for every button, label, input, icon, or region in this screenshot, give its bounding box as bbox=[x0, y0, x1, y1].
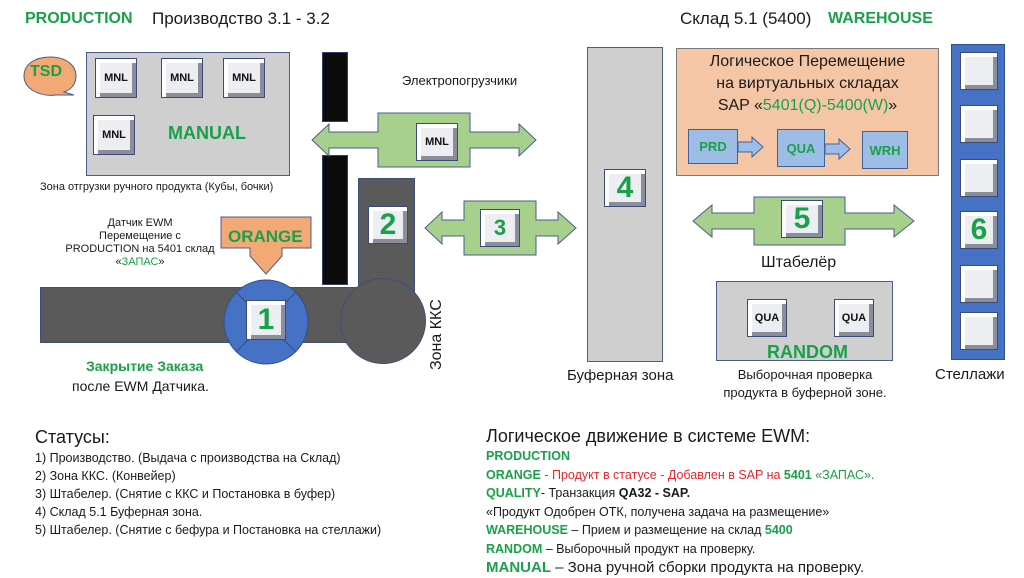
logical-line-2: на виртуальных складах bbox=[716, 75, 899, 92]
statuses-section: Статусы: 1) Производство. (Выдача с прои… bbox=[35, 426, 381, 539]
random-qua-item[interactable]: QUA bbox=[747, 299, 787, 337]
random-qua-item[interactable]: QUA bbox=[834, 299, 874, 337]
quote-close: » bbox=[158, 256, 165, 268]
racks-label: Стеллажи bbox=[935, 366, 1005, 383]
sensor-line-4: «ЗАПАС» bbox=[55, 256, 225, 269]
random-key: RANDOM bbox=[486, 541, 543, 556]
ewm-random-line: RANDOM – Выборочный продукт на проверку. bbox=[486, 540, 874, 559]
warehouse-number: 5400 bbox=[764, 523, 793, 537]
random-label: RANDOM bbox=[767, 342, 848, 362]
manual-key: MANUAL bbox=[486, 559, 551, 576]
mnl-item[interactable]: MNL bbox=[161, 58, 203, 98]
wall-lower bbox=[322, 155, 348, 285]
status-item: 1) Производство. (Выдача с производства … bbox=[35, 451, 341, 465]
tsd-speech-bubble-icon bbox=[23, 56, 77, 96]
racks bbox=[951, 44, 1005, 360]
logical-line-1: Логическое Перемещение bbox=[709, 53, 906, 70]
rack-slot[interactable] bbox=[960, 312, 998, 350]
conveyor-turntable bbox=[340, 278, 426, 364]
rack-slot[interactable] bbox=[960, 105, 998, 143]
step-2-badge[interactable]: 2 bbox=[368, 206, 408, 244]
warehouse-title: Склад 5.1 (5400) bbox=[680, 9, 812, 28]
forklifts-label: Электропогрузчики bbox=[402, 73, 518, 88]
rack-slot[interactable] bbox=[960, 52, 998, 90]
flow-prd: PRD bbox=[688, 129, 738, 164]
ewm-orange-line: ORANGE - Продукт в статусе - Добавлен в … bbox=[486, 466, 874, 485]
status-item: 3) Штабелер. (Снятие с ККС и Постановка … bbox=[35, 487, 336, 501]
ewm-approved-line: «Продукт Одобрен ОТК, получена задача на… bbox=[486, 504, 830, 519]
warehouse-tag: WAREHOUSE bbox=[828, 10, 933, 27]
mnl-item[interactable]: MNL bbox=[93, 115, 135, 155]
logical-line-3: SAP «5401(Q)-5400(W)» bbox=[676, 95, 939, 117]
manual-text: – Зона ручной сборки продукта на проверк… bbox=[551, 559, 865, 576]
orange-text: Продукт в статусе - Добавлен в SAP на bbox=[551, 467, 784, 482]
orange-number: 5401 bbox=[783, 467, 812, 482]
random-caption: Выборочная проверка продукта в буферной … bbox=[700, 366, 910, 402]
sensor-description: Датчик EWM Перемещение с PRODUCTION на 5… bbox=[55, 217, 225, 269]
status-item: 4) Склад 5.1 Буферная зона. bbox=[35, 505, 203, 519]
ewm-production: PRODUCTION bbox=[486, 449, 571, 463]
quality-key: QUALITY bbox=[486, 486, 541, 500]
step-3-badge[interactable]: 3 bbox=[480, 209, 520, 247]
random-caption-line-1: Выборочная проверка bbox=[737, 367, 873, 382]
step-6-badge[interactable]: 6 bbox=[960, 211, 998, 249]
tsd-label: TSD bbox=[30, 63, 62, 80]
orange-key: ORANGE bbox=[486, 467, 541, 482]
mnl-item[interactable]: MNL bbox=[95, 58, 137, 98]
random-caption-line-2: продукта в буферной зоне. bbox=[723, 385, 887, 400]
warehouse-key: WAREHOUSE bbox=[486, 523, 568, 537]
ewm-manual-line: MANUAL – Зона ручной сборки продукта на … bbox=[486, 558, 874, 578]
dash: - bbox=[540, 467, 552, 482]
random-text: – Выборочный продукт на проверку. bbox=[542, 541, 756, 556]
rack-slot[interactable] bbox=[960, 265, 998, 303]
flow-arrow-icon bbox=[737, 135, 764, 159]
quote-open: « bbox=[115, 256, 122, 268]
production-tag: PRODUCTION bbox=[25, 10, 133, 27]
quality-transaction: QA32 - SAP. bbox=[618, 486, 691, 500]
sensor-line-1: Датчик EWM bbox=[107, 217, 173, 229]
kks-zone-label: Зона ККС bbox=[428, 299, 445, 370]
status-item: 5) Штабелер. (Снятие с бефура и Постанов… bbox=[35, 523, 382, 537]
zapas-label: ЗАПАС bbox=[121, 256, 159, 268]
orange-quote: «ЗАПАС». bbox=[811, 467, 875, 482]
conveyor-horizontal bbox=[40, 287, 395, 343]
flow-qua: QUA bbox=[777, 129, 825, 167]
orange-down-arrow-icon bbox=[220, 216, 312, 275]
ewm-logic-title: Логическое движение в системе EWM: bbox=[486, 426, 811, 446]
flow-wrh: WRH bbox=[862, 131, 908, 169]
production-title: Производство 3.1 - 3.2 bbox=[152, 9, 330, 28]
status-item: 2) Зона ККС. (Конвейер) bbox=[35, 469, 176, 483]
order-close-title: Закрытие Заказа bbox=[86, 358, 204, 374]
step-1-badge[interactable]: 1 bbox=[246, 300, 286, 340]
order-close-subtitle: после EWM Датчика. bbox=[72, 378, 209, 394]
manual-label: MANUAL bbox=[168, 123, 246, 143]
warehouse-text: – Прием и размещение на склад bbox=[567, 523, 765, 537]
flow-arrow-icon bbox=[824, 137, 851, 161]
sensor-line-3: PRODUCTION на 5401 склад bbox=[65, 243, 215, 255]
stacker-label: Штабелёр bbox=[761, 254, 837, 271]
quote-close: » bbox=[888, 97, 898, 114]
forklift-mnl-item[interactable]: MNL bbox=[416, 123, 458, 161]
step-4-badge[interactable]: 4 bbox=[604, 169, 646, 207]
statuses-title: Статусы: bbox=[35, 427, 110, 447]
manual-zone-caption: Зона отгрузки ручного продукта (Кубы, бо… bbox=[40, 181, 274, 193]
ewm-logic-section: Логическое движение в системе EWM: PRODU… bbox=[486, 425, 874, 578]
virtual-warehouses: 5401(Q)-5400(W) bbox=[762, 97, 889, 114]
ewm-quality-line: QUALITY- Транзакция QA32 - SAP. bbox=[486, 484, 874, 503]
orange-label: ORANGE bbox=[228, 227, 303, 246]
buffer-zone-label: Буферная зона bbox=[567, 367, 674, 384]
sensor-line-2: Перемещение с bbox=[99, 230, 181, 242]
wall-upper bbox=[322, 52, 348, 122]
mnl-item[interactable]: MNL bbox=[223, 58, 265, 98]
sap-prefix: SAP « bbox=[717, 97, 763, 114]
rack-slot[interactable] bbox=[960, 159, 998, 197]
ewm-warehouse-line: WAREHOUSE – Прием и размещение на склад … bbox=[486, 521, 874, 540]
step-5-badge[interactable]: 5 bbox=[781, 200, 823, 238]
quality-text: - Транзакция bbox=[540, 486, 619, 500]
logical-transfer-text: Логическое Перемещение на виртуальных ск… bbox=[676, 51, 939, 117]
